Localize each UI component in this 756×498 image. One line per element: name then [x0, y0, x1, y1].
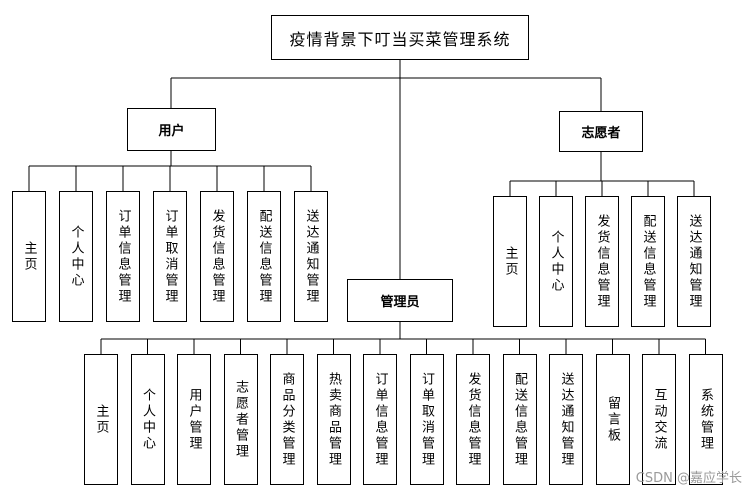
admin-leaf-label: 主页 [93, 403, 109, 436]
user-leaf-label: 发货信息管理 [209, 208, 225, 305]
admin-leaf-label: 互动交流 [651, 387, 667, 452]
user-leaf-5: 配送信息管理 [247, 191, 281, 322]
admin-leaf-1: 个人中心 [130, 354, 165, 485]
volunteer-leaf-2: 发货信息管理 [585, 196, 619, 327]
user-leaf-4: 发货信息管理 [200, 191, 234, 322]
admin-leaf-label: 系统管理 [698, 387, 713, 452]
admin-leaf-label: 商品分类管理 [279, 371, 295, 468]
admin-leaf-2: 用户管理 [177, 354, 211, 485]
user-leaf-label: 订单取消管理 [162, 208, 178, 305]
user-leaf-0: 主页 [12, 191, 46, 322]
admin-leaf-0: 主页 [84, 354, 118, 485]
admin-leaf-label: 用户管理 [186, 387, 202, 452]
user-leaf-2: 订单信息管理 [106, 191, 140, 322]
user-leaf-label: 订单信息管理 [115, 208, 131, 305]
admin-leaf-label: 热卖商品管理 [326, 371, 341, 468]
branch-volunteer-label: 志愿者 [581, 126, 621, 141]
branch-user: 用户 [127, 108, 216, 151]
admin-leaf-12: 互动交流 [642, 354, 676, 485]
admin-leaf-13: 系统管理 [688, 354, 723, 485]
volunteer-leaf-0: 主页 [493, 196, 527, 327]
user-leaf-label: 送达通知管理 [303, 208, 319, 305]
branch-admin-label: 管理员 [380, 295, 420, 310]
branch-user-label: 用户 [158, 124, 185, 139]
user-leaf-label: 主页 [21, 240, 37, 273]
volunteer-leaf-3: 配送信息管理 [631, 196, 665, 327]
user-leaf-6: 送达通知管理 [294, 191, 328, 322]
admin-leaf-label: 订单取消管理 [419, 371, 434, 468]
volunteer-leaf-label: 个人中心 [548, 229, 564, 294]
admin-leaf-label: 志愿者管理 [233, 379, 248, 460]
user-leaf-label: 个人中心 [68, 224, 84, 289]
admin-leaf-3: 志愿者管理 [223, 354, 258, 485]
admin-leaf-11: 留言板 [595, 354, 630, 485]
admin-leaf-6: 订单信息管理 [363, 354, 397, 485]
root-title: 疫情背景下叮当买菜管理系统 [289, 29, 511, 49]
admin-leaf-4: 商品分类管理 [270, 354, 304, 485]
user-leaf-3: 订单取消管理 [153, 191, 187, 322]
admin-leaf-label: 送达通知管理 [558, 371, 574, 468]
volunteer-leaf-label: 发货信息管理 [594, 213, 610, 310]
volunteer-leaf-label: 主页 [502, 245, 518, 278]
user-leaf-label: 配送信息管理 [256, 208, 272, 305]
admin-leaf-label: 留言板 [605, 395, 620, 444]
admin-leaf-label: 配送信息管理 [512, 371, 527, 468]
volunteer-leaf-label: 送达通知管理 [686, 213, 702, 310]
volunteer-leaf-4: 送达通知管理 [677, 196, 711, 327]
admin-leaf-label: 个人中心 [140, 387, 155, 452]
watermark: CSDN @嘉应学长 [635, 471, 742, 486]
volunteer-leaf-1: 个人中心 [539, 196, 573, 327]
admin-leaf-9: 配送信息管理 [502, 354, 537, 485]
branch-volunteer: 志愿者 [559, 111, 643, 152]
admin-leaf-label: 订单信息管理 [372, 371, 388, 468]
user-leaf-1: 个人中心 [59, 191, 93, 322]
branch-admin: 管理员 [347, 279, 453, 322]
admin-leaf-10: 送达通知管理 [549, 354, 583, 485]
admin-leaf-label: 发货信息管理 [465, 371, 481, 468]
root-node: 疫情背景下叮当买菜管理系统 [271, 15, 529, 60]
admin-leaf-8: 发货信息管理 [456, 354, 490, 485]
admin-leaf-7: 订单取消管理 [409, 354, 444, 485]
volunteer-leaf-label: 配送信息管理 [640, 213, 656, 310]
admin-leaf-5: 热卖商品管理 [316, 354, 351, 485]
